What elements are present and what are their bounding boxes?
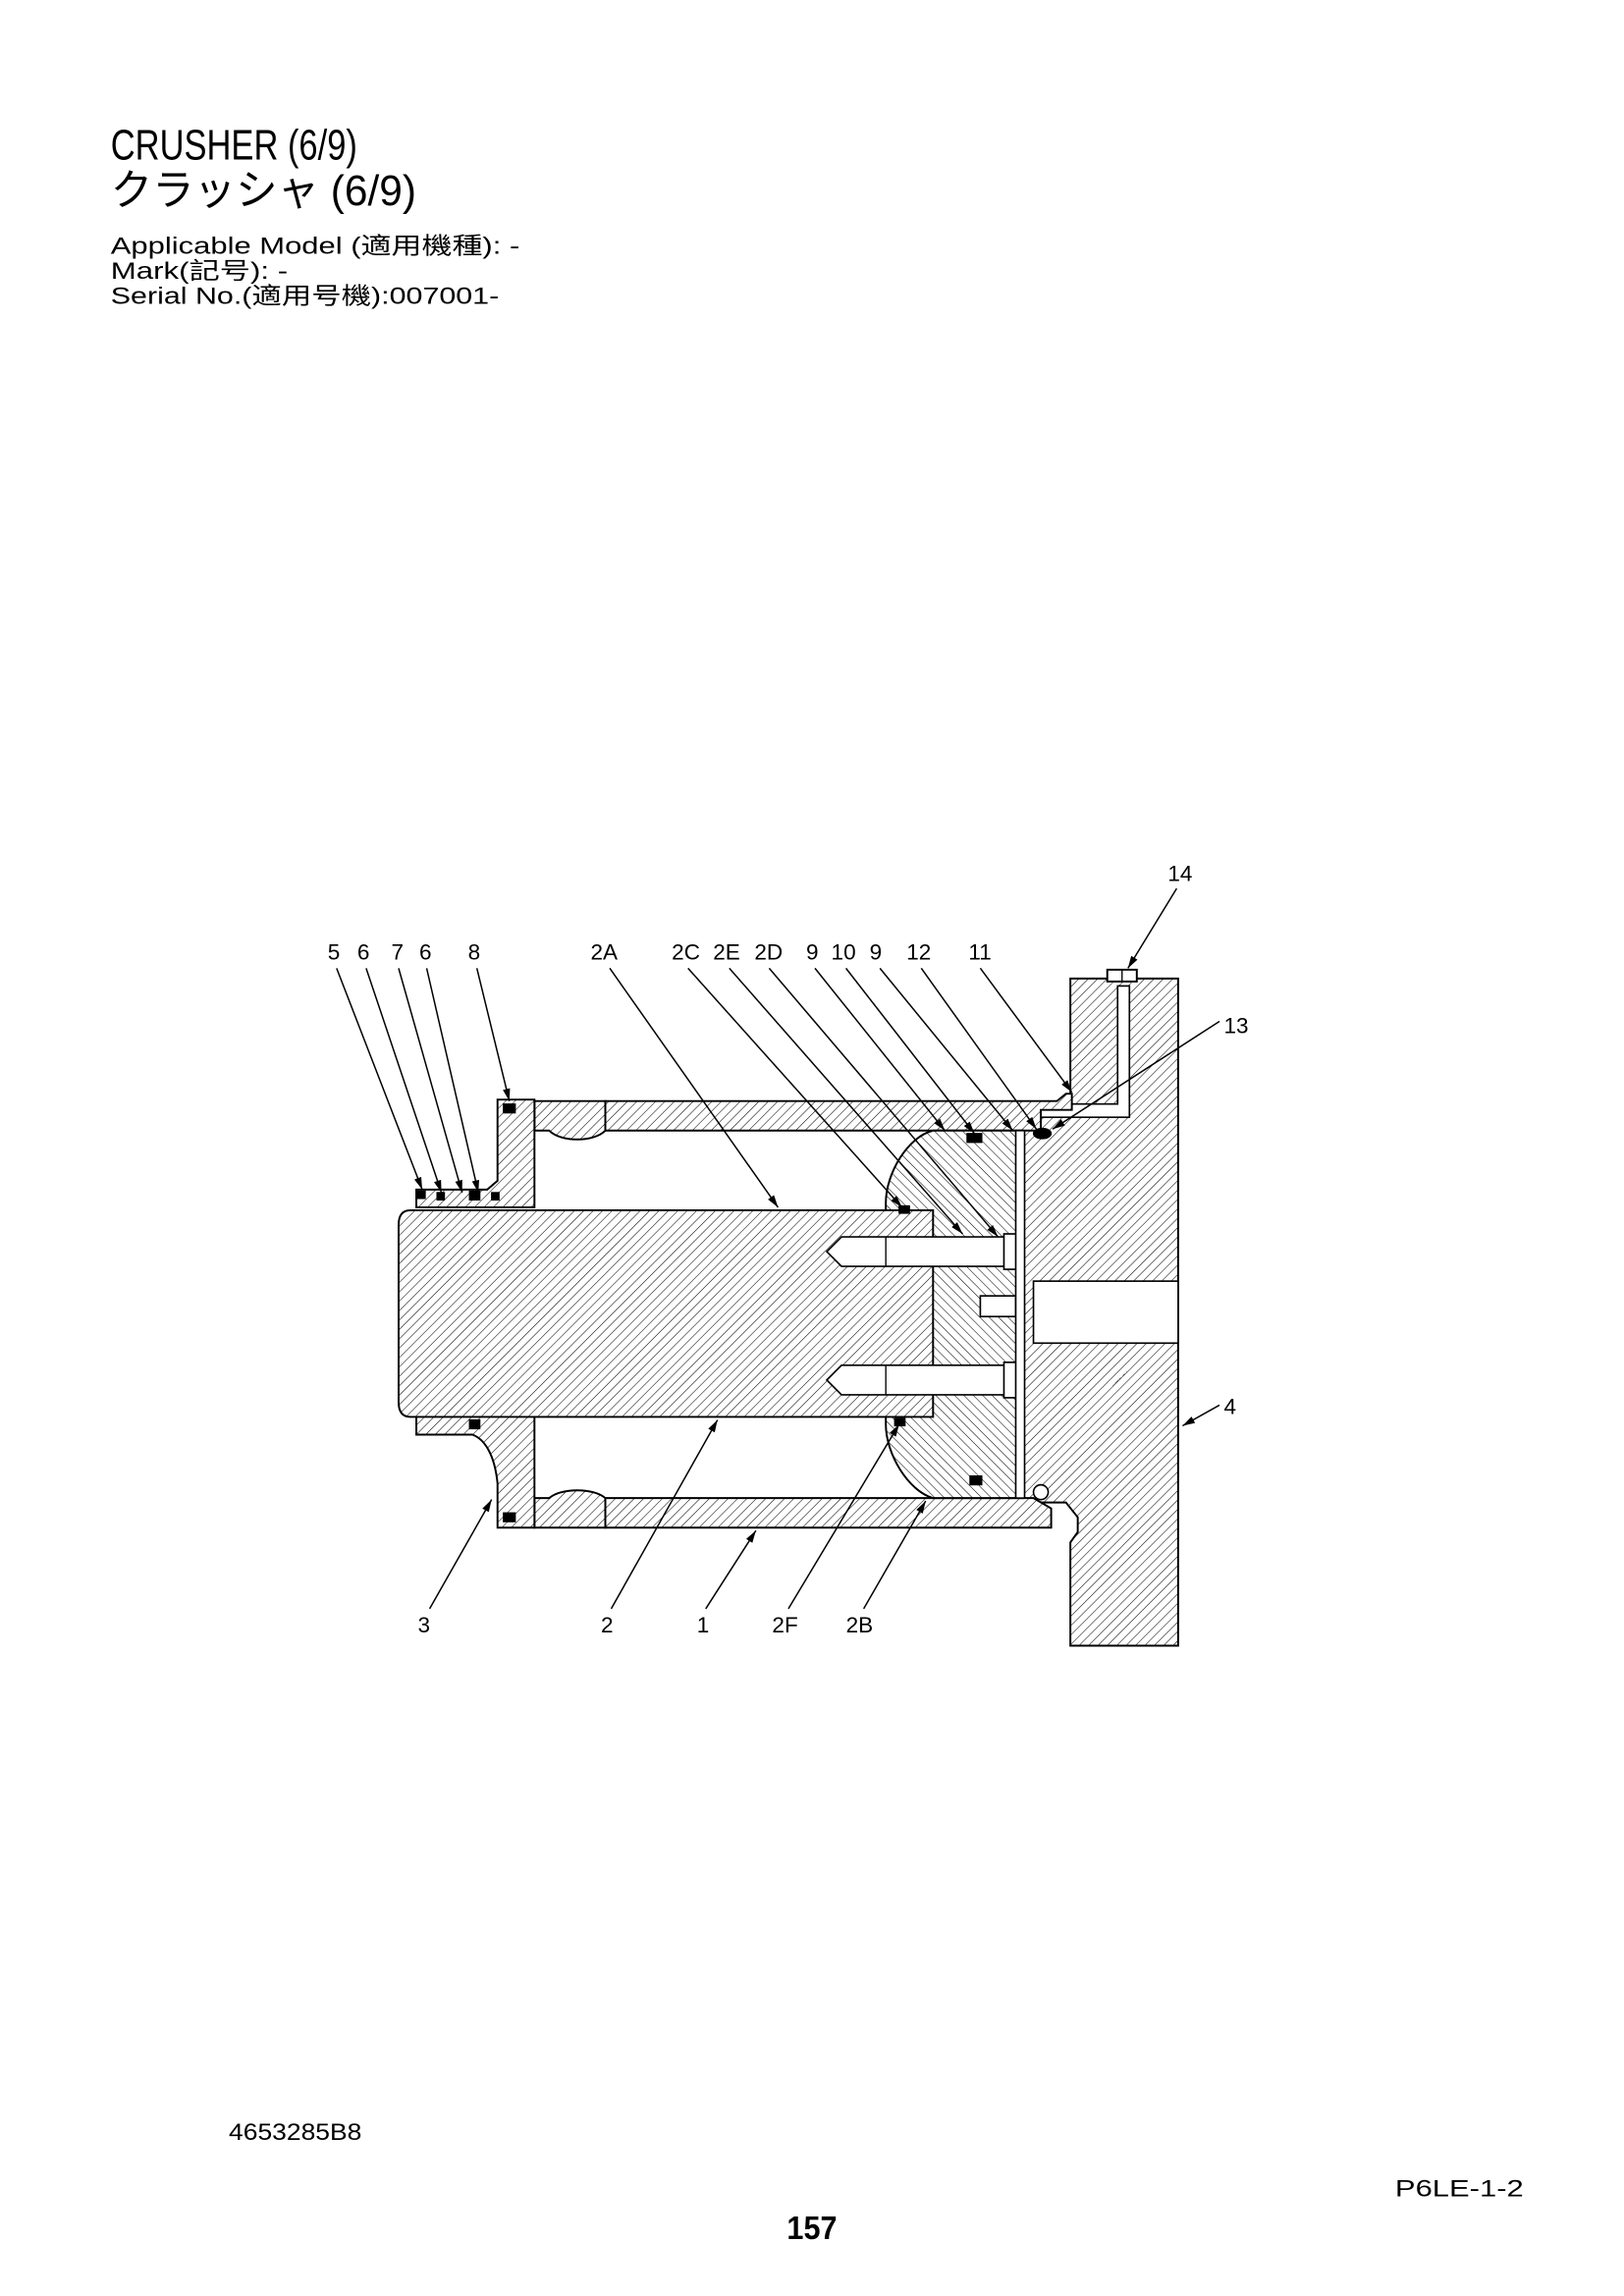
callout-label-9b: 9 — [870, 939, 883, 964]
seal-upper-head — [503, 1103, 516, 1114]
callout-label-2c: 2C — [672, 939, 700, 964]
page-header: CRUSHER (6/9) クラッシャ (6/9) Applicable Mod… — [111, 122, 520, 309]
callout-leader-3 — [428, 1499, 493, 1610]
tube-top-wall — [604, 1093, 1073, 1132]
gland-seal — [436, 1192, 446, 1201]
tube-end-bottom — [533, 1489, 607, 1529]
end-plate — [1014, 1129, 1026, 1499]
gland-seal — [491, 1192, 500, 1201]
applicable-model-line: Applicable Model (適用機種): - — [111, 234, 520, 260]
callout-leader-9b — [879, 967, 1014, 1132]
piston-recess — [979, 1295, 1017, 1318]
gland-seal-lower — [468, 1418, 481, 1430]
callout-label-14: 14 — [1167, 862, 1192, 886]
callout-leader-7 — [398, 968, 463, 1194]
callout-label-13: 13 — [1224, 1014, 1249, 1039]
title-english: CRUSHER (6/9) — [111, 122, 357, 169]
callout-leader-13 — [1052, 1020, 1220, 1130]
callout-label-9a: 9 — [806, 939, 819, 964]
bolt-lower — [825, 1364, 1020, 1396]
rod-section — [398, 1208, 935, 1418]
callout-label-6b: 6 — [419, 939, 432, 964]
gland-seal — [416, 1190, 426, 1200]
callout-label-10: 10 — [832, 939, 856, 964]
rod-seal-lower — [893, 1417, 906, 1427]
callout-label-1: 1 — [697, 1613, 710, 1637]
callout-label-5: 5 — [328, 939, 341, 964]
piston-seal — [966, 1133, 983, 1144]
callout-labels: 5 6 7 6 8 2A 2C 2E 2D 9 10 9 12 11 14 13… — [328, 862, 1249, 1637]
callout-leader-10 — [844, 967, 975, 1135]
callout-leader-2b — [862, 1500, 927, 1610]
callout-leader-6b — [425, 968, 480, 1194]
callout-label-2e: 2E — [713, 939, 740, 964]
callout-label-8: 8 — [468, 939, 481, 964]
callout-label-7: 7 — [391, 939, 404, 964]
callout-leader-12 — [920, 967, 1038, 1130]
callout-label-2: 2 — [601, 1613, 614, 1637]
rod-seal-upper — [898, 1204, 910, 1214]
callout-leader-9a — [814, 967, 946, 1132]
tube-end-top — [533, 1099, 607, 1141]
title-japanese: クラッシャ (6/9) — [111, 168, 416, 215]
callout-label-6a: 6 — [357, 939, 370, 964]
callout-leader-2d — [768, 967, 1000, 1238]
section-code: P6LE-1-2 — [1395, 2175, 1524, 2202]
mark-line: Mark(記号): - — [111, 258, 288, 285]
callout-leader-6a — [365, 968, 443, 1194]
tube-bottom-wall — [604, 1497, 1053, 1529]
callout-leader-2c — [687, 967, 903, 1208]
callout-label-2b: 2B — [846, 1613, 874, 1637]
drawing-number: 4653285B8 — [229, 2119, 361, 2146]
callout-leader-2 — [610, 1419, 719, 1610]
callout-leader-11 — [979, 967, 1073, 1094]
center-bore — [1032, 1280, 1179, 1345]
callout-label-2a: 2A — [590, 939, 618, 964]
serial-number-line: Serial No.(適用号機):007001- — [111, 284, 499, 310]
seal-lower-head — [503, 1512, 516, 1522]
page-footer: 4653285B8 P6LE-1-2 157 — [229, 2119, 1524, 2247]
head-section-bottom — [415, 1413, 536, 1529]
o-ring-lower — [1032, 1483, 1050, 1501]
callout-label-12: 12 — [906, 939, 931, 964]
section-drawing — [398, 968, 1179, 1647]
head-section-top — [415, 1098, 536, 1208]
o-ring-seal — [1032, 1127, 1053, 1140]
callout-leader-2a — [609, 967, 780, 1208]
callout-leader-4 — [1182, 1404, 1220, 1427]
callout-label-2d: 2D — [754, 939, 783, 964]
callout-label-11: 11 — [968, 939, 991, 964]
callout-label-3: 3 — [418, 1613, 431, 1637]
bolt-upper — [825, 1236, 1020, 1267]
callout-label-4: 4 — [1224, 1394, 1237, 1418]
callout-label-2f: 2F — [772, 1613, 797, 1637]
piston-seal-lower — [969, 1474, 983, 1486]
callout-leader-2f — [787, 1423, 900, 1610]
callout-leader-8 — [475, 968, 511, 1101]
callout-leader-2e — [729, 967, 963, 1235]
callout-leader-14 — [1127, 887, 1178, 969]
callout-leader-5 — [336, 968, 423, 1191]
callout-leader-1 — [705, 1529, 757, 1610]
callout-leaders — [336, 887, 1220, 1610]
page-number: 157 — [786, 2211, 837, 2247]
